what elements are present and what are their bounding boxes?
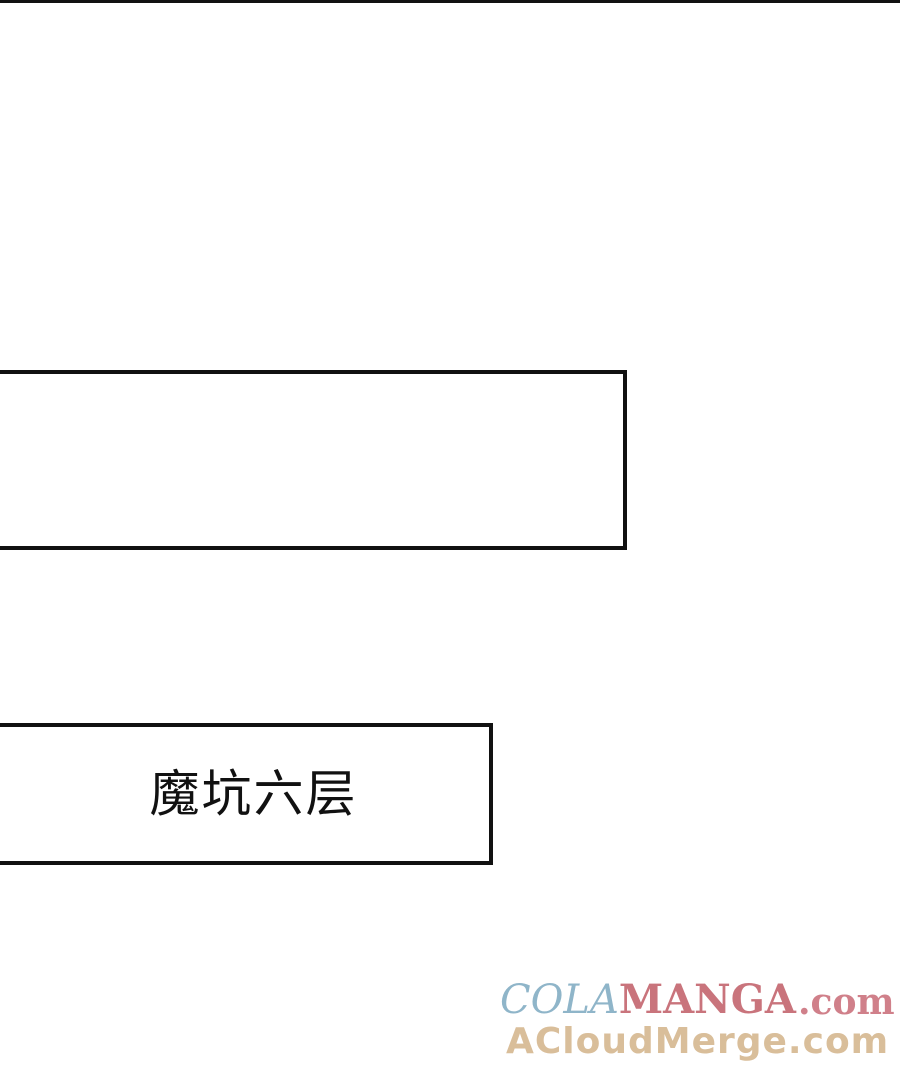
caption-text: 魔坑六层	[149, 765, 358, 823]
watermark-domain-suffix: .com	[798, 981, 895, 1023]
watermark-secondary: ACloudMerge.com	[506, 1021, 890, 1062]
watermark-brand-cola: COLA	[500, 977, 619, 1023]
caption-panel: 魔坑六层	[0, 723, 493, 865]
watermark-brand: COLAMANGA	[500, 977, 796, 1023]
top-panel-border	[0, 0, 900, 3]
watermark-brand-manga: MANGA	[618, 976, 796, 1023]
watermark: COLAMANGA .com ACloudMerge.com	[500, 980, 900, 1070]
empty-panel	[0, 370, 627, 550]
